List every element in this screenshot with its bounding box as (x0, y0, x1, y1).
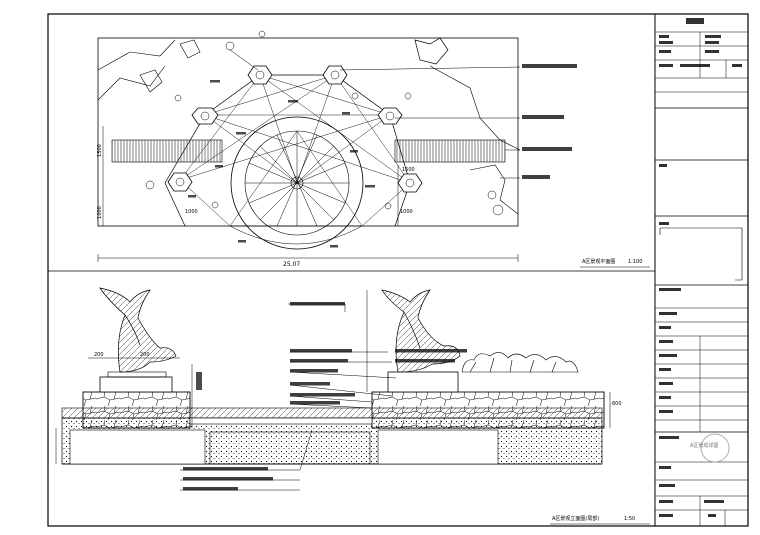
elevation-view-title: A区景观立面图(局部) (552, 516, 600, 522)
title-block-project: A区景观详图 (690, 443, 719, 449)
elevation-left-dim-a: 200 (94, 352, 104, 358)
plan-right-dimension: 1500 (402, 167, 415, 173)
plan-left-lower-dimension: 1000 (96, 206, 103, 219)
plan-view-title: A区景观平面图 (582, 259, 616, 265)
plan-view (97, 30, 650, 268)
title-block (654, 13, 749, 527)
plan-overall-dimension: 25.07 (283, 261, 301, 268)
plan-right-top-dimension: 1000 (185, 209, 198, 215)
elevation-left-dim-b: 200 (140, 352, 150, 358)
elevation-view-scale: 1:50 (624, 516, 636, 522)
elevation-view (55, 287, 650, 525)
plan-left-dimension: 1500 (96, 144, 103, 157)
elevation-right-dim: 600 (612, 401, 622, 407)
plan-right-lower-dimension: 1000 (400, 209, 413, 215)
plan-view-scale: 1:100 (628, 259, 643, 265)
